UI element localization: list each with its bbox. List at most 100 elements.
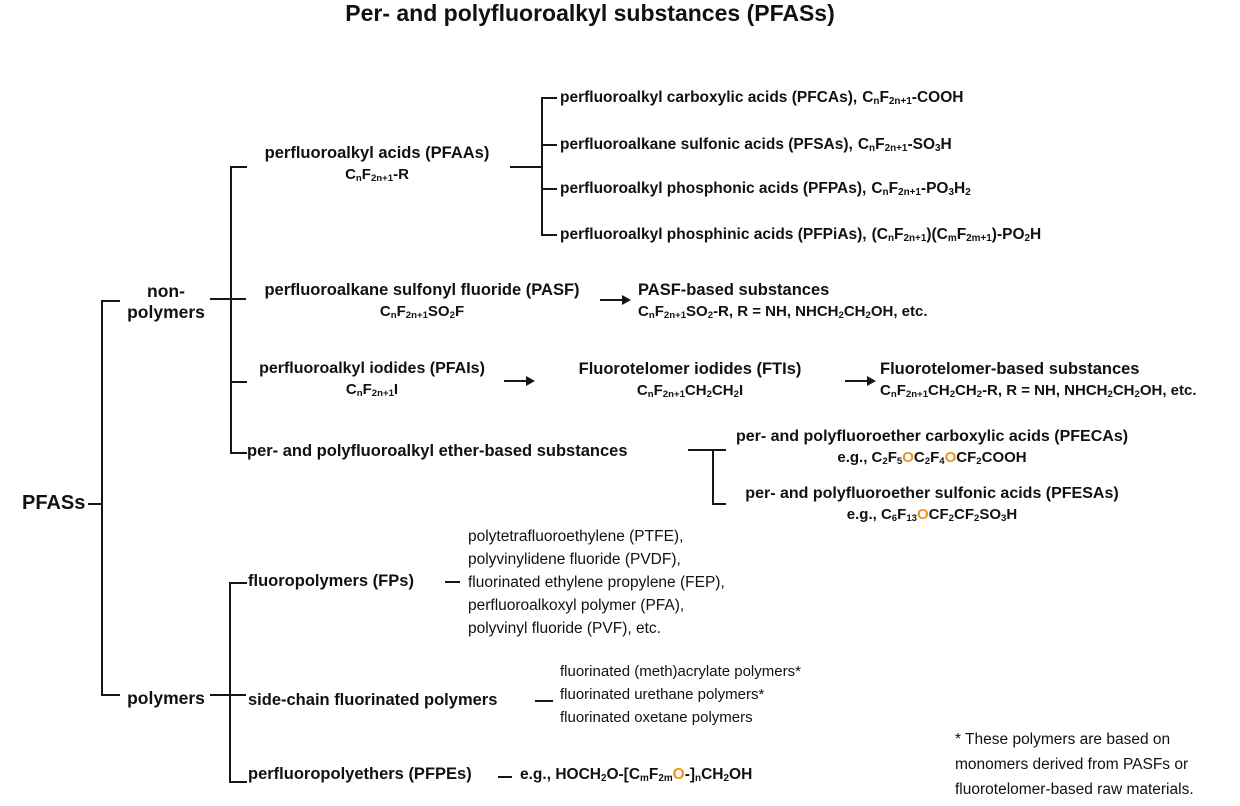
diagram-title: Per- and polyfluoroalkyl substances (PFA… (345, 0, 835, 26)
formula-subscript: 2 (965, 187, 971, 199)
pfsa-label: perfluoroalkane sulfonic acids (PFSAs), (560, 136, 853, 153)
polymers-bracket-vertical (229, 582, 231, 783)
formula-text: C (636, 382, 648, 399)
non-polymers-bracket-vertical (230, 166, 232, 454)
tick-pfpia (541, 234, 557, 236)
formula-text: -COOH (911, 89, 964, 106)
node-ether-label: per- and polyfluoroalkyl ether-based sub… (247, 442, 628, 460)
arrow-head (526, 376, 535, 386)
fti-formula: CnF2n+1CH2CH2I (540, 382, 840, 399)
formula-text: SO (686, 303, 708, 320)
pfai-label: perfluoroalkyl iodides (PFAIs) (259, 360, 485, 377)
footnote-line-2: monomers derived from PASFs or (955, 756, 1189, 773)
formula-subscript: 13 (906, 513, 917, 525)
fti-label: Fluorotelomer iodides (FTIs) (578, 360, 802, 378)
arrow-fti-to-substances (845, 376, 876, 386)
formula-subscript: 2 (865, 310, 871, 322)
formula-text: H (1030, 226, 1042, 243)
node-pfeca: per- and polyfluoroether carboxylic acid… (722, 428, 1142, 466)
formula-subscript: 2 (948, 513, 954, 525)
tick-ether (230, 452, 247, 454)
formula-text: -SO (907, 136, 935, 153)
pfaa-bracket-vertical (541, 97, 543, 236)
pfca-formula: CnF2n+1-COOH (862, 89, 964, 108)
formula-text: C (638, 303, 649, 320)
pasf-label: perfluoroalkane sulfonyl fluoride (PASF) (264, 281, 580, 299)
formula-text: F (894, 226, 904, 243)
leaf-pfpia: perfluoroalkyl phosphinic acids (PFPiAs)… (560, 226, 1041, 244)
non-polymers-connector-line (210, 298, 246, 300)
group-label-polymers: polymers (127, 688, 205, 708)
pfca-label: perfluoroalkyl carboxylic acids (PFCAs), (560, 89, 858, 106)
list-line: fluorinated (meth)acrylate polymers* (560, 663, 801, 680)
formula-subscript: n (647, 389, 654, 401)
formula-subscript: 3 (1001, 513, 1007, 525)
formula-subscript: 2 (449, 310, 455, 322)
formula-subscript: 2 (733, 389, 739, 401)
formula-subscript: 6 (891, 513, 898, 525)
formula-text: CH (843, 303, 866, 320)
formula-subscript: 2n+1 (888, 96, 912, 108)
footnote-line-1: * These polymers are based on (955, 731, 1171, 748)
formula-text: H (954, 180, 966, 197)
node-pfaa: perfluoroalkyl acids (PFAAs) CnF2n+1-R (247, 144, 507, 183)
formula-subscript: n (695, 773, 702, 785)
tick-pfesa (712, 503, 726, 505)
formula-text: C (345, 381, 357, 398)
tick-fluoropolymers (229, 582, 247, 584)
formula-subscript: 2 (600, 773, 607, 785)
formula-text: CH (711, 382, 734, 399)
formula-text: F (956, 226, 967, 243)
formula-subscript: 2 (882, 456, 888, 468)
root-dash-line (88, 503, 101, 505)
formula-subscript: 5 (896, 456, 903, 468)
tick-pfpa (541, 188, 557, 190)
list-line: polytetrafluoroethylene (PTFE), (468, 528, 684, 545)
formula-subscript: 2 (924, 456, 931, 468)
tick-pfsa (541, 144, 557, 146)
formula-subscript: n (390, 310, 397, 322)
formula-text: )(C (926, 226, 948, 243)
orange-oxygen-atom: O (944, 449, 957, 466)
pfaa-connector-line (510, 166, 542, 168)
formula-text: CF (928, 506, 949, 523)
formula-subscript: 4 (939, 456, 945, 468)
ft-based-formula: CnF2n+1CH2CH2-R, R = NH, NHCH2CH2OH, etc… (880, 382, 1197, 399)
pfpe-dash-line (498, 776, 512, 778)
formula-subscript: n (356, 388, 363, 400)
formula-text: F (648, 766, 659, 783)
formula-subscript: 2 (723, 773, 730, 785)
leaf-pfpa: perfluoroalkyl phosphonic acids (PFPAs),… (560, 180, 971, 198)
formula-text: F (654, 303, 664, 320)
pasf-based-formula: CnF2n+1SO2-R, R = NH, NHCH2CH2OH, etc. (638, 303, 928, 320)
formula-subscript: 2n+1 (903, 233, 927, 245)
node-side-chain-label: side-chain fluorinated polymers (248, 691, 498, 709)
formula-text: SO (427, 303, 450, 320)
formula-text: -R (393, 166, 409, 183)
pfpa-formula: CnF2n+1-PO3H2 (871, 180, 971, 199)
root-bracket-vertical (101, 300, 103, 696)
formula-text: F (887, 449, 897, 466)
tick-pfpe (229, 781, 247, 783)
formula-subscript: 2n+1 (884, 143, 908, 155)
orange-oxygen-atom: O (916, 506, 929, 523)
formula-text: CF (956, 449, 977, 466)
pasf-formula: CnF2n+1SO2F (247, 303, 597, 320)
formula-text: F (897, 506, 907, 523)
formula-subscript: 2 (949, 389, 956, 401)
formula-text: F (930, 449, 940, 466)
polymers-connector-line (210, 694, 246, 696)
formula-subscript: 2n+1 (898, 187, 921, 199)
formula-text: COOH (981, 449, 1027, 466)
ether-bracket-vertical (712, 449, 714, 505)
group-label-non-polymers: non- polymers (120, 281, 212, 323)
list-line: polyvinylidene fluoride (PVDF), (468, 551, 681, 568)
pfpa-label: perfluoroalkyl phosphonic acids (PFPAs), (560, 180, 867, 197)
formula-subscript: n (355, 173, 362, 185)
formula-text: C (345, 166, 356, 183)
tick-pfca (541, 97, 557, 99)
leaf-pfsa: perfluoroalkane sulfonic acids (PFSAs),C… (560, 136, 952, 154)
arrow-head (867, 376, 876, 386)
formula-text: F (653, 382, 663, 399)
formula-subscript: 2 (976, 389, 983, 401)
